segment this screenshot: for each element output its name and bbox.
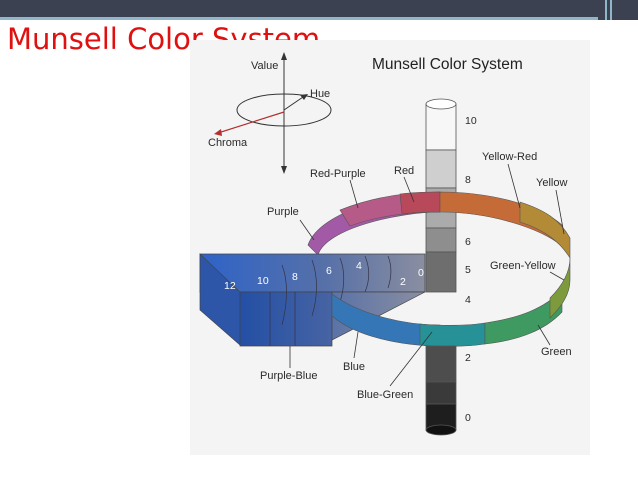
- hue-label-red: Red: [394, 165, 414, 177]
- value-axis-label: Value: [251, 60, 278, 72]
- value-tick: 0: [465, 412, 471, 424]
- value-column-top: [425, 98, 457, 253]
- hue-label-blue: Blue: [343, 361, 365, 373]
- axes-icon: [214, 52, 332, 174]
- hue-label-green-yellow: Green-Yellow: [490, 260, 556, 272]
- hue-label-purple-blue: Purple-Blue: [260, 370, 317, 382]
- chroma-slab: [199, 253, 426, 347]
- chroma-tick: 2: [400, 276, 406, 288]
- value-tick: 5: [465, 264, 471, 276]
- chroma-tick: 8: [292, 271, 298, 283]
- value-tick: 4: [465, 294, 471, 306]
- value-tick: 2: [465, 352, 471, 364]
- chroma-tick: 6: [326, 265, 332, 277]
- chroma-axis-label: Chroma: [208, 137, 248, 149]
- hue-axis-label: Hue: [310, 88, 330, 100]
- hue-label-red-purple: Red-Purple: [310, 168, 366, 180]
- value-column-bottom: [425, 251, 457, 436]
- hue-label-yellow: Yellow: [536, 177, 567, 189]
- munsell-diagram: Munsell Color System Value Hue Chroma: [190, 40, 590, 455]
- chroma-tick: 0: [418, 267, 424, 279]
- chroma-tick: 10: [257, 275, 269, 287]
- hue-label-purple: Purple: [267, 206, 299, 218]
- value-tick: 6: [465, 236, 471, 248]
- value-tick: 8: [465, 174, 471, 186]
- hue-label-blue-green: Blue-Green: [357, 389, 413, 401]
- hue-ring-back: [307, 191, 571, 260]
- chroma-tick: 4: [356, 260, 362, 272]
- hue-label-green: Green: [541, 346, 572, 358]
- leader-lines: [289, 163, 565, 387]
- hue-label-yellow-red: Yellow-Red: [482, 151, 537, 163]
- chroma-tick: 12: [224, 280, 236, 292]
- header-bar: [0, 0, 638, 20]
- value-tick: 10: [465, 115, 477, 127]
- diagram-title: Munsell Color System: [372, 56, 523, 73]
